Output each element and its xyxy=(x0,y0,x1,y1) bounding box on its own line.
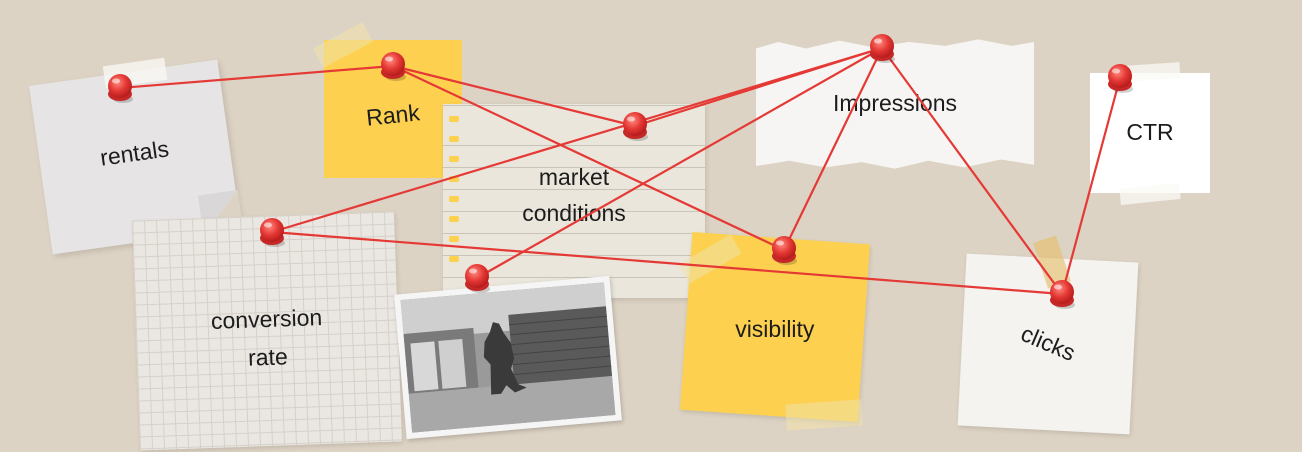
string-conversion-to-clicks xyxy=(271,230,1063,296)
photo-image xyxy=(400,282,616,433)
pushpin-icon xyxy=(381,52,406,81)
pushpin-icon xyxy=(108,74,133,103)
pushpin-icon xyxy=(465,264,490,293)
string-impressions-to-visibility xyxy=(783,47,883,251)
pushpin-icon xyxy=(772,236,797,265)
pushpin-icon xyxy=(623,112,648,141)
note-impressions[interactable]: Impressions xyxy=(756,39,1034,169)
note-label: Impressions xyxy=(833,90,957,116)
string-rank-to-visibility xyxy=(392,65,785,251)
note-market-conditions[interactable]: market conditions xyxy=(443,104,705,298)
string-rentals-to-rank xyxy=(119,64,394,90)
binder-holes xyxy=(449,116,461,286)
string-impressions-to-clicks xyxy=(881,47,1063,295)
note-ctr[interactable]: CTR xyxy=(1090,73,1210,193)
string-rank-to-market xyxy=(392,64,636,128)
string-market-lower-to-impressions xyxy=(476,47,883,279)
string-clicks-to-ctr xyxy=(1060,77,1122,295)
note-label: CTR xyxy=(1126,119,1174,145)
label-line: market xyxy=(538,164,610,190)
pushpin-icon xyxy=(1050,280,1075,309)
string-conversion-to-impressions xyxy=(271,46,883,234)
pushpin-icon xyxy=(1108,64,1133,93)
pushpin-icon xyxy=(870,34,895,63)
kaiju-statue-photo[interactable] xyxy=(394,275,622,440)
pushpin-icon xyxy=(260,218,285,247)
